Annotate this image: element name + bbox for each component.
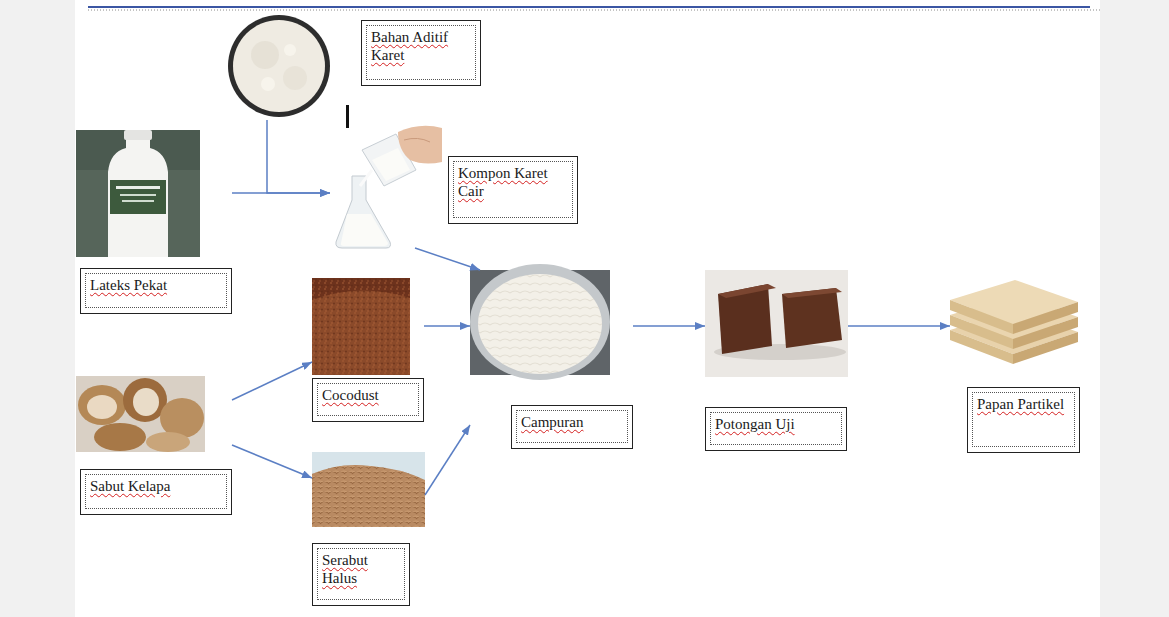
step-label: Serabut Halus — [322, 551, 400, 587]
step-label: Sabut Kelapa — [90, 477, 222, 495]
flow-arrow — [633, 325, 705, 327]
coconut-husk-photo — [76, 376, 205, 452]
additive-powder — [228, 15, 330, 117]
particle-boards — [950, 300, 1013, 334]
page-ground — [75, 0, 1100, 617]
step-label: Campuran — [521, 413, 623, 431]
label-box: Campuran — [511, 405, 633, 449]
flow-arrow — [425, 425, 470, 495]
flow-arrow — [232, 192, 330, 194]
label-inner-box: Campuran — [516, 410, 628, 443]
flask-pouring — [341, 214, 388, 246]
fine-fibre-photo — [312, 452, 425, 527]
label-box: Sabut Kelapa — [80, 469, 232, 515]
label-inner-box: Potongan Uji — [710, 412, 842, 445]
test-pieces — [782, 288, 842, 298]
coconut-husk-photo — [133, 388, 159, 416]
latex-bottle — [76, 130, 200, 257]
latex-bottle — [120, 194, 156, 196]
fine-fibre-photo — [312, 465, 425, 527]
flask-pouring — [404, 138, 430, 142]
additive-powder — [284, 44, 296, 56]
particle-boards — [950, 280, 1078, 364]
step-label: Cocodust — [322, 386, 414, 404]
flow-arrow — [232, 362, 312, 400]
fine-fibre-photo — [312, 465, 425, 527]
test-pieces — [718, 284, 776, 298]
text-cursor — [346, 105, 349, 128]
label-box: Cocodust — [312, 378, 424, 422]
label-box: Papan Partikel — [967, 387, 1080, 453]
step-label: Bahan Aditif Karet — [371, 28, 471, 64]
process-step: Kompon Karet Cair — [330, 125, 578, 248]
additive-powder — [261, 77, 275, 91]
process-step: Potongan Uji — [705, 270, 848, 451]
process-step: Serabut Halus — [312, 452, 425, 606]
label-inner-box: Serabut Halus — [317, 548, 405, 600]
process-step: Sabut Kelapa — [76, 376, 232, 515]
step-label: Papan Partikel — [977, 395, 1070, 413]
label-inner-box: Papan Partikel — [972, 392, 1075, 447]
flow-arrow — [848, 325, 950, 327]
page-ground — [88, 10, 1100, 11]
flow-arrow — [267, 120, 330, 193]
page-ground — [75, 0, 1100, 617]
coconut-husk-photo — [94, 423, 146, 451]
process-step: Cocodust — [312, 278, 424, 422]
latex-bottle — [124, 130, 152, 140]
coconut-husk-photo — [76, 376, 205, 452]
label-inner-box: Lateks Pekat — [85, 273, 227, 308]
process-step: Lateks Pekat — [76, 130, 232, 315]
cocodust-photo — [312, 278, 410, 375]
coconut-husk-photo — [146, 432, 190, 452]
process-step: Campuran — [470, 270, 633, 449]
label-box: Kompon Karet Cair — [448, 156, 578, 224]
label-inner-box: Kompon Karet Cair — [453, 161, 573, 218]
latex-bottle — [76, 130, 200, 257]
mixture-bowl — [478, 274, 602, 374]
coconut-husk-photo — [78, 385, 126, 425]
cocodust-photo — [312, 278, 410, 375]
test-pieces — [782, 288, 842, 348]
page-ground — [88, 6, 1090, 8]
mixture-bowl — [470, 264, 610, 380]
label-box: Bahan Aditif Karet — [361, 20, 481, 86]
label-inner-box: Bahan Aditif Karet — [366, 25, 476, 80]
cocodust-photo — [312, 278, 410, 375]
step-label: Lateks Pekat — [90, 276, 222, 294]
label-box: Lateks Pekat — [80, 268, 232, 314]
label-box: Serabut Halus — [312, 543, 410, 606]
step-label: Kompon Karet Cair — [458, 164, 568, 200]
flask-pouring — [336, 176, 391, 248]
mixture-bowl — [478, 274, 602, 374]
mixture-bowl — [470, 264, 610, 380]
flask-pouring — [398, 126, 442, 164]
label-inner-box: Cocodust — [317, 383, 419, 416]
process-step: Bahan Aditif Karet — [228, 14, 482, 120]
process-step: Papan Partikel — [950, 280, 1080, 453]
label-inner-box: Sabut Kelapa — [85, 474, 227, 509]
flow-arrow — [424, 325, 470, 327]
flow-arrow — [232, 445, 312, 478]
step-label: Potongan Uji — [715, 415, 837, 433]
coconut-husk-photo — [160, 398, 204, 438]
flask-pouring — [360, 170, 372, 186]
latex-bottle — [122, 200, 154, 202]
particle-boards — [1013, 302, 1078, 334]
test-pieces — [705, 270, 848, 377]
latex-bottle — [110, 180, 166, 214]
label-box: Potongan Uji — [705, 407, 847, 451]
flask-pouring — [336, 126, 442, 248]
latex-bottle — [108, 138, 168, 257]
additive-powder — [251, 41, 279, 69]
coconut-husk-photo — [87, 395, 117, 419]
additive-powder — [233, 20, 325, 112]
latex-bottle — [116, 186, 160, 189]
additive-powder — [228, 15, 330, 117]
test-pieces — [705, 270, 848, 377]
additive-powder — [283, 66, 307, 90]
flow-arrow — [415, 248, 480, 270]
fine-fibre-photo — [312, 452, 425, 527]
